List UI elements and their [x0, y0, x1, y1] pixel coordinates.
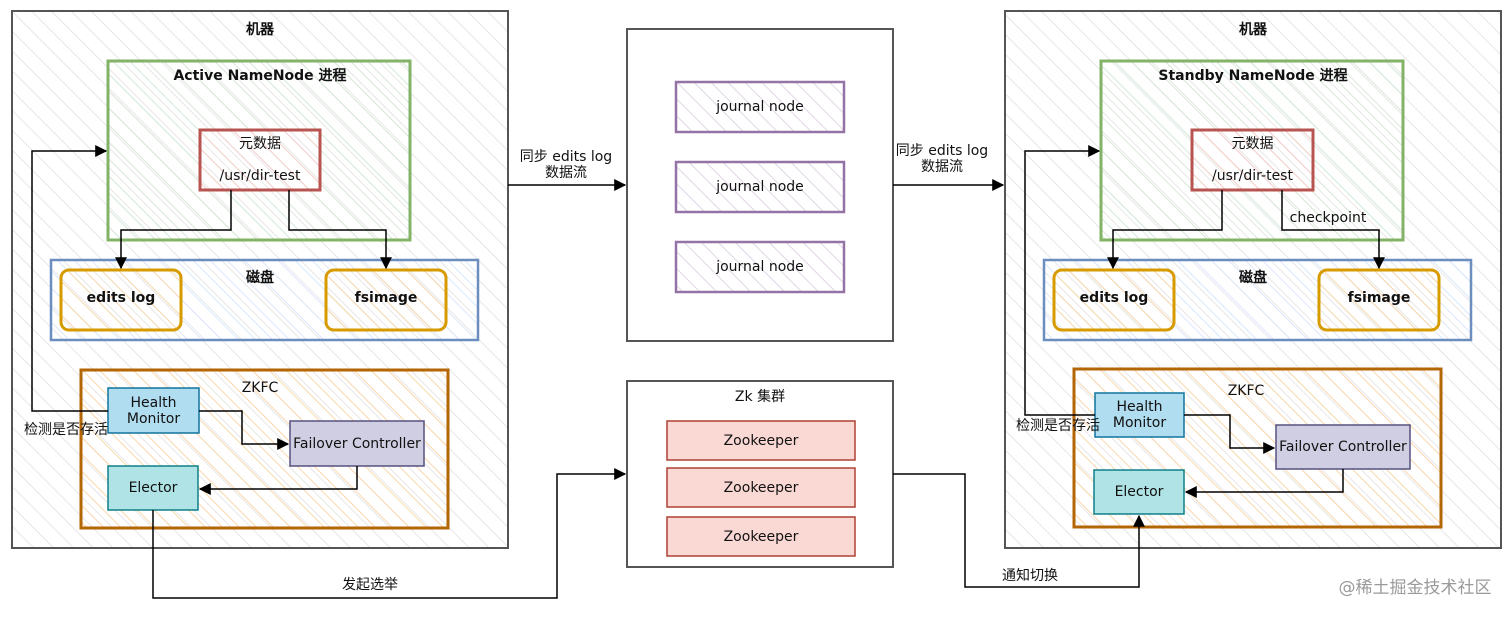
- left-health-to-failover-arrow: [199, 410, 290, 450]
- left-machine: [11, 10, 509, 549]
- left-failover-box: [289, 420, 425, 467]
- sync-left-label-line1: 同步 edits log: [519, 149, 613, 165]
- left-metadata-box: [198, 128, 322, 192]
- right-edits-box: [1052, 268, 1176, 332]
- zookeeper-label-1: Zookeeper: [723, 432, 799, 449]
- journal-node-label-2: journal node: [716, 179, 804, 195]
- left-fsimage-label: fsimage: [354, 290, 418, 306]
- sync-right-label-line2: 数据流: [921, 159, 963, 175]
- left-elector-label: Elector: [128, 480, 178, 496]
- right-edits-label: edits log: [1079, 290, 1149, 306]
- elect-label: 发起选举: [342, 577, 398, 593]
- right-checkpoint-label: checkpoint: [1289, 210, 1367, 226]
- right-failover-to-elector-arrow: [1184, 469, 1344, 498]
- right-metadata-path: /usr/dir-test: [1212, 168, 1293, 184]
- left-fsimage-box: [324, 268, 448, 332]
- zk-cluster: [626, 380, 894, 568]
- right-failover-label: Failover Controller: [1279, 439, 1407, 455]
- right-health-monitor-box: [1094, 392, 1185, 438]
- left-edits-box: [59, 268, 183, 332]
- left-metadata-path: /usr/dir-test: [219, 168, 301, 184]
- right-disk-title: 磁盘: [1239, 270, 1267, 286]
- left-machine-title: 机器: [246, 22, 274, 38]
- left-metadata-to-fsimage-arrow: [288, 190, 392, 270]
- right-metadata-box: [1190, 128, 1315, 192]
- left-health-check-label: 检测是否存活: [24, 422, 108, 438]
- notify-arrow: [893, 473, 1145, 588]
- right-elector-label: Elector: [1114, 484, 1164, 500]
- right-checkpoint-arrow: [1281, 190, 1385, 270]
- zookeeper-label-2: Zookeeper: [723, 479, 799, 496]
- right-namenode-title: Standby NameNode 进程: [1158, 68, 1348, 84]
- notify-label: 通知切换: [1002, 568, 1058, 584]
- elect-arrow: [152, 468, 627, 599]
- left-health-monitor-label: Health Monitor: [126, 394, 181, 427]
- right-zkfc-title: ZKFC: [1227, 383, 1265, 399]
- right-metadata-title: 元数据: [1231, 136, 1274, 152]
- left-edits-label: edits log: [86, 290, 156, 306]
- left-elector-box: [107, 465, 199, 511]
- journal-node-box-2: [674, 160, 846, 214]
- right-machine: [1004, 10, 1502, 549]
- watermark: @稀土掘金技术社区: [1338, 578, 1492, 598]
- right-fsimage-box: [1317, 268, 1441, 332]
- zookeeper-label-3: Zookeeper: [723, 528, 799, 545]
- left-namenode-title: Active NameNode 进程: [173, 68, 347, 84]
- sync-left-label-line2: 数据流: [545, 165, 587, 181]
- left-zkfc-title: ZKFC: [241, 380, 279, 396]
- journal-node-label-3: journal node: [716, 259, 804, 275]
- left-metadata-to-edits-arrow: [115, 190, 232, 270]
- zk-cluster-title: Zk 集群: [734, 389, 786, 405]
- journal-node-box-1: [674, 80, 846, 134]
- sync-right-label-line1: 同步 edits log: [895, 143, 989, 159]
- left-failover-label: Failover Controller: [293, 435, 421, 452]
- right-health-check-arrow: [1024, 145, 1101, 416]
- zookeeper-box-3: [666, 516, 856, 557]
- journal-node-box-3: [674, 240, 846, 294]
- right-fsimage-label: fsimage: [1347, 290, 1411, 306]
- left-disk-title: 磁盘: [246, 270, 274, 286]
- right-health-monitor-label: Health Monitor: [1112, 399, 1167, 431]
- journal-cluster: [626, 28, 894, 342]
- right-failover-box: [1275, 424, 1411, 470]
- left-health-monitor-box: [107, 387, 200, 434]
- left-health-check-arrow: [31, 145, 108, 412]
- zookeeper-box-2: [666, 467, 856, 508]
- right-health-to-failover-arrow: [1184, 414, 1276, 454]
- right-elector-box: [1093, 469, 1185, 515]
- left-failover-to-elector-arrow: [198, 466, 358, 495]
- left-metadata-title: 元数据: [239, 136, 281, 152]
- journal-node-label-1: journal node: [716, 99, 804, 115]
- right-health-check-label: 检测是否存活: [1016, 418, 1100, 434]
- right-metadata-to-edits-arrow: [1107, 190, 1223, 270]
- right-machine-title: 机器: [1239, 22, 1267, 38]
- zookeeper-box-1: [666, 420, 856, 461]
